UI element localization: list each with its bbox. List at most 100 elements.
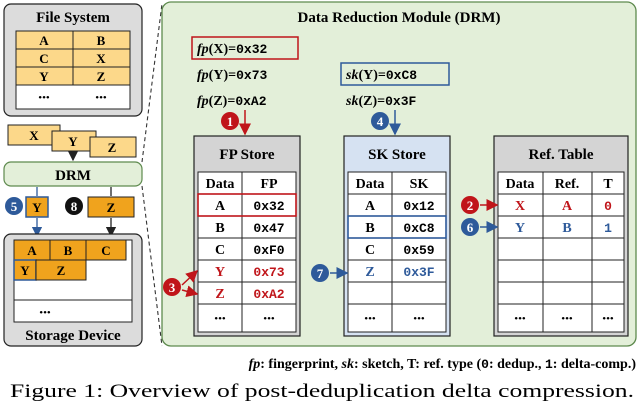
fp-header: FP (260, 177, 278, 192)
fp-cell: 0xA2 (253, 287, 284, 302)
ref-header: Data (506, 177, 535, 192)
ref-cell: ••• (514, 313, 526, 325)
file-system-grid: A B C X Y Z ••• ••• (15, 30, 131, 110)
fp-cell: Z (215, 287, 224, 302)
step5-row: 5 Y (5, 196, 49, 218)
step-5-number: 5 (11, 199, 18, 214)
arrow-step3-z (181, 285, 199, 298)
sk-cell: 0x3F (403, 265, 434, 280)
fs-cell: Z (97, 69, 106, 84)
drm-module-title: Data Reduction Module (DRM) (298, 10, 501, 26)
block-z: Z (108, 140, 117, 155)
fs-cell: Y (39, 69, 49, 84)
fp-formulas: fp(X)=0x32 fp(Y)=0x73 fp(Z)=0xA2 (191, 36, 299, 109)
block-x: X (29, 128, 39, 143)
fp-line: fp(Z)=0xA2 (197, 94, 267, 109)
step-8-badge (65, 197, 83, 215)
ref-table-title: Ref. Table (528, 147, 593, 163)
fp-cell: ••• (214, 313, 226, 325)
storage-cell: Z (57, 263, 66, 278)
step5-block: Y (32, 200, 42, 215)
step-6-number: 6 (467, 220, 474, 235)
storage-cell: C (101, 243, 110, 258)
step8-block: Z (107, 200, 116, 215)
ref-cell: A (562, 199, 573, 214)
sk-cell: A (365, 199, 376, 214)
fp-cell: ••• (263, 313, 275, 325)
step-3-badge (163, 278, 181, 296)
sk-cell: 0x12 (403, 199, 434, 214)
step-7-number: 7 (317, 266, 324, 281)
drm-label: DRM (55, 168, 91, 184)
arrow-step3-y (181, 269, 199, 286)
zoom-line-bottom (141, 185, 163, 347)
legend: fp: fingerprint, sk: sketch, T: ref. typ… (249, 357, 637, 372)
fs-cell: A (39, 33, 49, 48)
ref-cell: 1 (604, 221, 612, 236)
fs-cell: C (39, 51, 48, 66)
fs-dots: ••• (38, 92, 50, 104)
step-5-badge (5, 197, 23, 215)
storage-cell: A (27, 243, 37, 258)
sk-formulas: sk(Y)=0xC8 sk(Z)=0x3F (340, 62, 450, 109)
ref-cell: ••• (602, 313, 614, 325)
sk-cell: 0xC8 (403, 221, 434, 236)
ref-header: T (603, 177, 613, 192)
step-3-number: 3 (169, 280, 176, 295)
step-8-number: 8 (71, 199, 78, 214)
storage-cell: Y (20, 263, 30, 278)
sk-store-title: SK Store (368, 147, 426, 163)
incoming-blocks: X Y Z (7, 124, 137, 158)
fs-dots: ••• (95, 92, 107, 104)
sk-line: sk(Z)=0x3F (345, 94, 416, 109)
ref-table: Ref. Table Data Ref. T X A 0 Y B 1 ••• •… (493, 135, 629, 337)
zoom-line-top (141, 3, 163, 163)
sk-cell: B (365, 221, 374, 236)
fp-cell: B (215, 221, 224, 236)
ref-cell: X (515, 199, 525, 214)
fp-cell: C (215, 243, 225, 258)
step-2-badge (461, 196, 479, 214)
fp-row-a-highlight (197, 193, 297, 217)
fp-header: Data (206, 177, 235, 192)
fp-cell: A (215, 199, 226, 214)
fs-cell: B (97, 33, 106, 48)
fp-line: fp(X)=0x32 (197, 42, 267, 57)
fp-cell: 0xF0 (253, 243, 284, 258)
ref-cell: B (562, 221, 571, 236)
ref-cell: Y (515, 221, 525, 236)
step-6-badge (461, 218, 479, 236)
block-y: Y (68, 134, 78, 149)
step8-row: 8 Z (65, 196, 135, 218)
sk-line: sk(Y)=0xC8 (345, 68, 417, 83)
step-2-number: 2 (467, 198, 474, 213)
fs-cell: X (96, 51, 106, 66)
drm-small: DRM (3, 161, 143, 187)
figure-caption: Figure 1: Overview of post-deduplication… (10, 381, 634, 402)
ref-cell: 0 (604, 199, 612, 214)
fp-line: fp(Y)=0x73 (197, 68, 267, 83)
sk-y-highlight (340, 62, 450, 86)
sk-header: SK (410, 177, 429, 192)
sk-cell: Z (365, 265, 374, 280)
ref-cell: ••• (561, 313, 573, 325)
sk-row-b-highlight (347, 215, 447, 239)
sk-store: SK Store Data SK A 0x12 B 0xC8 C 0x59 Z … (343, 135, 451, 337)
storage-dots: ••• (39, 307, 51, 319)
fp-store: FP Store Data FP A 0x32 B 0x47 C 0xF0 Y … (193, 135, 301, 337)
step-1-number: 1 (227, 114, 234, 129)
sk-cell: 0x59 (403, 243, 434, 258)
step-1-badge (221, 112, 239, 130)
storage-cell: B (64, 243, 73, 258)
ref-header: Ref. (555, 177, 580, 192)
sk-header: Data (356, 177, 385, 192)
step-4-number: 4 (377, 114, 384, 129)
fp-cell: 0x73 (253, 265, 284, 280)
storage-device-panel: A B C Y Z ••• Storage Device (3, 233, 143, 347)
fp-cell: Y (215, 265, 225, 280)
storage-title: Storage Device (25, 328, 121, 344)
fp-x-highlight (191, 36, 299, 60)
fp-cell: 0x47 (253, 221, 284, 236)
sk-cell: ••• (364, 313, 376, 325)
